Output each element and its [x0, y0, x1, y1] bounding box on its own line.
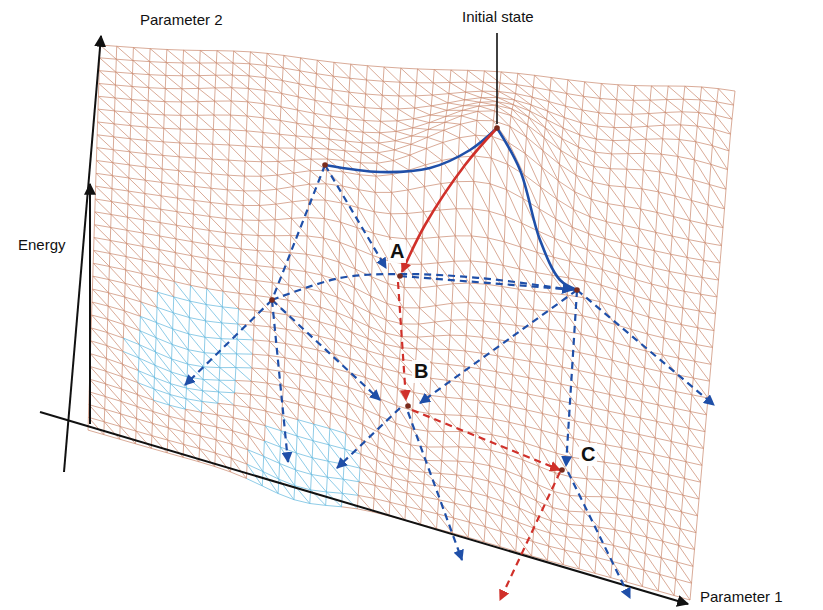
- diagram-stage: Parameter 2Initial stateEnergyABCParamet…: [0, 0, 823, 610]
